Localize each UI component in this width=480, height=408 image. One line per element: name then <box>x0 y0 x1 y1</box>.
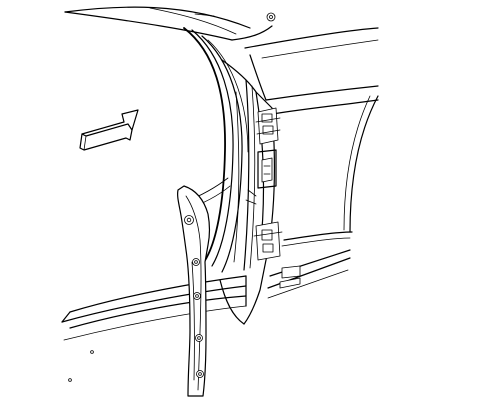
striker-plate <box>257 149 277 189</box>
retainer-clip <box>196 370 204 378</box>
retainer-clip <box>184 215 194 225</box>
upper-hinge <box>255 107 281 145</box>
trim-panel <box>177 185 211 397</box>
roof-rivet <box>266 12 276 22</box>
quarter-panel <box>265 85 379 247</box>
retainer-clip <box>195 334 203 342</box>
b-pillar <box>221 59 283 325</box>
retainer-clip <box>192 258 200 266</box>
direction-arrow-icon <box>79 109 139 151</box>
lower-hinge <box>253 221 283 261</box>
roof-panel <box>64 6 379 101</box>
retainer-clip <box>193 292 201 300</box>
